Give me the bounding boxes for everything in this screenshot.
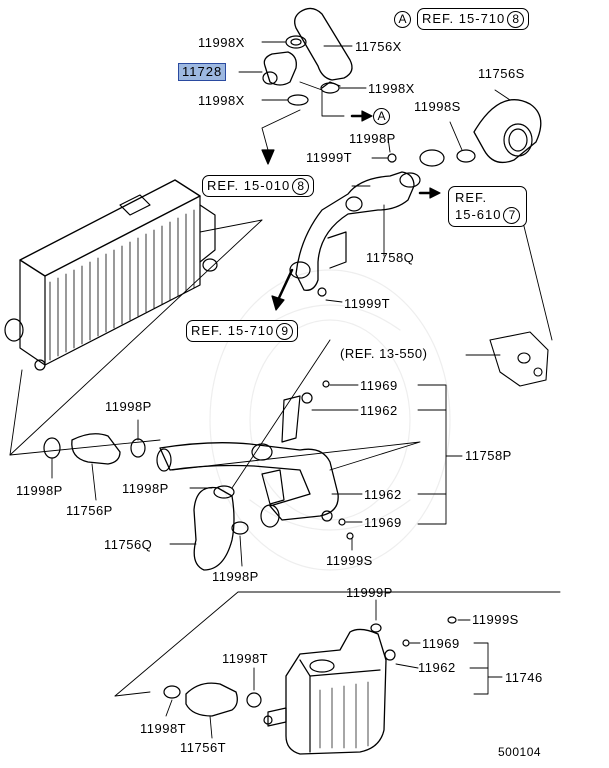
- label-11999p[interactable]: 11999P: [346, 585, 393, 600]
- label-11758q[interactable]: 11758Q: [366, 250, 415, 265]
- label-11998x[interactable]: 11998X: [198, 93, 245, 108]
- label-11998p[interactable]: 11998P: [212, 569, 259, 584]
- guide-line: [9, 219, 263, 456]
- label-11756q[interactable]: 11756Q: [104, 537, 153, 552]
- bolt-11999s: [346, 532, 354, 540]
- leaders-top: [238, 41, 367, 151]
- marker-a-badge: A: [394, 11, 411, 28]
- guide-line: [114, 691, 151, 697]
- arrowhead: [361, 110, 373, 122]
- nut-11962: [384, 649, 396, 661]
- label-11998t[interactable]: 11998T: [140, 721, 187, 736]
- label-11998p[interactable]: 11998P: [122, 481, 169, 496]
- arrowhead: [271, 295, 285, 311]
- label-11962[interactable]: 11962: [364, 487, 402, 502]
- ref-badge: 7: [503, 207, 521, 224]
- label-11969[interactable]: 11969: [364, 515, 402, 530]
- label-11746[interactable]: 11746: [505, 670, 543, 685]
- label-11998t[interactable]: 11998T: [222, 651, 269, 666]
- label-11998x[interactable]: 11998X: [198, 35, 245, 50]
- guide-line: [9, 219, 263, 456]
- intercooler: [4, 179, 218, 371]
- label-11756x[interactable]: 11756X: [355, 39, 402, 54]
- hose-11756q: [193, 485, 249, 571]
- label-11969[interactable]: 11969: [360, 378, 398, 393]
- label-11756s[interactable]: 11756S: [478, 66, 525, 81]
- diagram-number: 500104: [498, 745, 542, 759]
- leaders-mid: [325, 137, 391, 303]
- ref-13-550[interactable]: (REF. 13-550): [340, 346, 428, 361]
- label-11998x[interactable]: 11998X: [368, 81, 415, 96]
- ref-text-line2: 15-610: [455, 207, 502, 222]
- label-11756p[interactable]: 11756P: [66, 503, 113, 518]
- hose-11756s: [449, 89, 542, 164]
- guide-line: [114, 591, 561, 697]
- bolt-11999p: [370, 623, 382, 633]
- arrowhead: [429, 187, 441, 199]
- highlighted-part-label[interactable]: 11728: [178, 63, 227, 81]
- label-11756t[interactable]: 11756T: [180, 740, 227, 755]
- hose-11756p: [43, 433, 146, 465]
- label-11962[interactable]: 11962: [418, 660, 456, 675]
- ref-badge: 9: [276, 323, 294, 340]
- hose-11756t: [163, 682, 262, 717]
- label-11999s[interactable]: 11999S: [326, 553, 373, 568]
- ref-badge: 8: [507, 11, 525, 28]
- watermark: [209, 269, 451, 571]
- arrow-to-710: [276, 268, 294, 302]
- label-11998s[interactable]: 11998S: [414, 99, 461, 114]
- leaders-bottom: [165, 599, 503, 739]
- label-11962[interactable]: 11962: [360, 403, 398, 418]
- ref-text: REF. 15-710: [422, 11, 506, 26]
- top-hose: [262, 7, 353, 106]
- bolt-11969: [402, 639, 410, 647]
- arrowhead: [261, 149, 275, 165]
- label-11969[interactable]: 11969: [422, 636, 460, 651]
- bolt-11999s: [447, 616, 457, 624]
- label-11998p[interactable]: 11998P: [105, 399, 152, 414]
- engine-bracket: [489, 331, 549, 387]
- nut-11962: [301, 392, 313, 404]
- nut-11962: [321, 510, 333, 522]
- label-11999s[interactable]: 11999S: [472, 612, 519, 627]
- label-11998p[interactable]: 11998P: [349, 131, 396, 146]
- pipe-11758q: [289, 149, 445, 297]
- guide-line: [231, 339, 331, 489]
- ref-text: REF. 15-010: [207, 178, 291, 193]
- ref-text: REF. 15-710: [191, 323, 275, 338]
- label-11758p[interactable]: 11758P: [465, 448, 512, 463]
- bolt-11969: [338, 518, 346, 526]
- leaders-low: [51, 384, 463, 567]
- bolt-11969: [322, 380, 330, 388]
- label-11999t[interactable]: 11999T: [344, 296, 391, 311]
- marker-a-target: A: [373, 108, 390, 125]
- reservoir-11746: [263, 628, 387, 755]
- guide-line: [519, 209, 553, 341]
- label-11998p[interactable]: 11998P: [16, 483, 63, 498]
- label-11999t[interactable]: 11999T: [306, 150, 353, 165]
- guide-line: [9, 439, 421, 471]
- ref-text-line1: REF.: [455, 190, 488, 205]
- ref-badge: 8: [292, 178, 310, 195]
